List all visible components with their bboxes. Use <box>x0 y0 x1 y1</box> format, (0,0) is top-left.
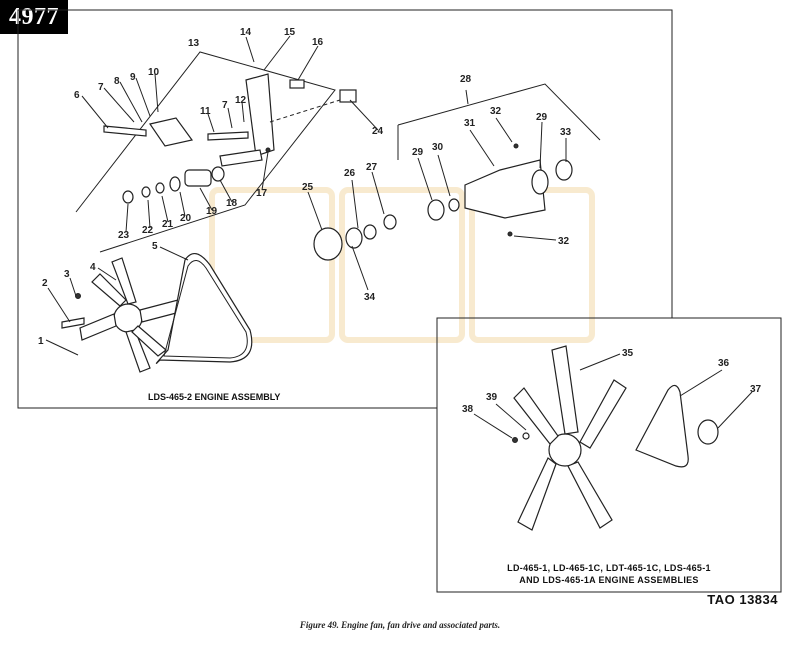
pulley-inset <box>697 419 719 445</box>
belt-inset <box>635 384 689 468</box>
belt-main <box>155 253 253 364</box>
callout-39: 39 <box>486 392 498 403</box>
fan-main <box>79 257 181 373</box>
callout-14: 14 <box>240 27 252 38</box>
callout-6: 6 <box>74 90 80 101</box>
inset-panel-border <box>436 317 782 593</box>
callout-15: 15 <box>284 27 296 38</box>
callout-36: 36 <box>718 358 730 369</box>
callout-18: 18 <box>226 198 238 209</box>
bolts-small-parts <box>61 73 573 329</box>
callout-29b: 29 <box>536 112 548 123</box>
callout-12: 12 <box>235 95 247 106</box>
inset-caption-line1: LD-465-1, LD-465-1C, LDT-465-1C, LDS-465… <box>507 563 711 573</box>
callout-32b: 32 <box>558 236 570 247</box>
callout-16: 16 <box>312 37 324 48</box>
bracket-28 <box>397 83 601 160</box>
callout-20: 20 <box>180 213 192 224</box>
callout-25: 25 <box>302 182 314 193</box>
callout-37: 37 <box>750 384 762 395</box>
callouts-main: 1 2 3 4 5 6 7 8 9 10 11 7 12 13 14 15 16… <box>38 27 572 347</box>
leader-lines <box>45 35 753 439</box>
callout-13: 13 <box>188 38 200 49</box>
callout-8: 8 <box>114 76 120 87</box>
callout-30: 30 <box>432 142 444 153</box>
main-panel-caption: LDS-465-2 ENGINE ASSEMBLY <box>148 392 280 402</box>
figure-caption: Figure 49. Engine fan, fan drive and ass… <box>299 620 501 630</box>
callout-29a: 29 <box>412 147 424 158</box>
callout-11: 11 <box>200 106 211 117</box>
callout-32a: 32 <box>490 106 502 117</box>
document-reference: TAO 13834 <box>707 592 778 607</box>
callout-17: 17 <box>256 188 268 199</box>
callout-24: 24 <box>372 126 384 137</box>
page-number-badge: 4977 <box>0 0 68 34</box>
callout-38: 38 <box>462 404 474 415</box>
callout-5: 5 <box>152 241 158 252</box>
inset-caption-line2: AND LDS-465-1A ENGINE ASSEMBLIES <box>519 575 698 585</box>
callout-33: 33 <box>560 127 572 138</box>
callout-2: 2 <box>42 278 48 289</box>
callout-34: 34 <box>364 292 376 303</box>
callout-35: 35 <box>622 348 634 359</box>
callout-10: 10 <box>148 67 160 78</box>
callout-28: 28 <box>460 74 472 85</box>
callout-26: 26 <box>344 168 356 179</box>
callout-9: 9 <box>130 72 136 83</box>
bracket-13 <box>75 51 336 253</box>
callout-27: 27 <box>366 162 378 173</box>
callout-3: 3 <box>64 269 70 280</box>
callout-23: 23 <box>118 230 130 241</box>
callout-21: 21 <box>162 219 174 230</box>
callout-19: 19 <box>206 206 218 217</box>
callout-31: 31 <box>464 118 476 129</box>
callout-7a: 7 <box>98 82 104 93</box>
fan-inset <box>513 345 627 531</box>
callout-1: 1 <box>38 336 44 347</box>
callout-4: 4 <box>90 262 96 273</box>
callout-22: 22 <box>142 225 154 236</box>
callout-7b: 7 <box>222 100 228 111</box>
callouts-inset: 35 36 37 38 39 <box>462 348 762 415</box>
